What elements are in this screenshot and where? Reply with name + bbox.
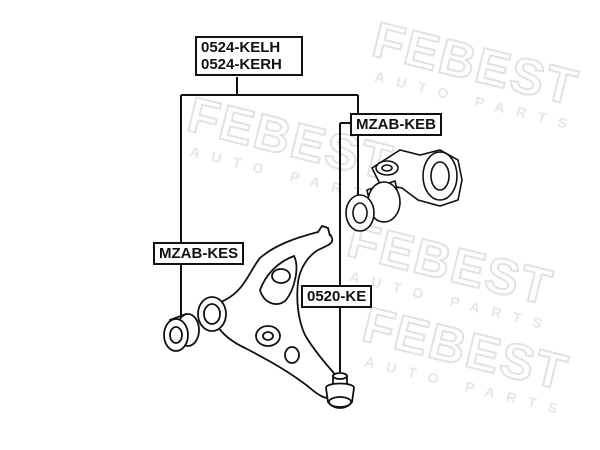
watermark-logo: FEBEST AUTO PARTS	[356, 295, 575, 419]
part-number-kerh: 0524-KERH	[201, 56, 282, 73]
part-label-mzab-keb[interactable]: MZAB-KEB	[350, 113, 442, 136]
front-bushing	[163, 296, 227, 352]
leader-lines	[180, 77, 359, 372]
part-label-0520-ke[interactable]: 0520-KE	[301, 285, 373, 308]
part-label-mzab-kes[interactable]: MZAB-KES	[153, 242, 245, 265]
part-number-kelh: 0524-KELH	[201, 39, 281, 56]
control-arm	[213, 224, 343, 400]
part-label-0524-kelh[interactable]: 0524-KELH 0524-KERH	[195, 36, 303, 76]
rear-bushing-bracket	[345, 149, 463, 232]
ball-joint	[325, 372, 355, 409]
